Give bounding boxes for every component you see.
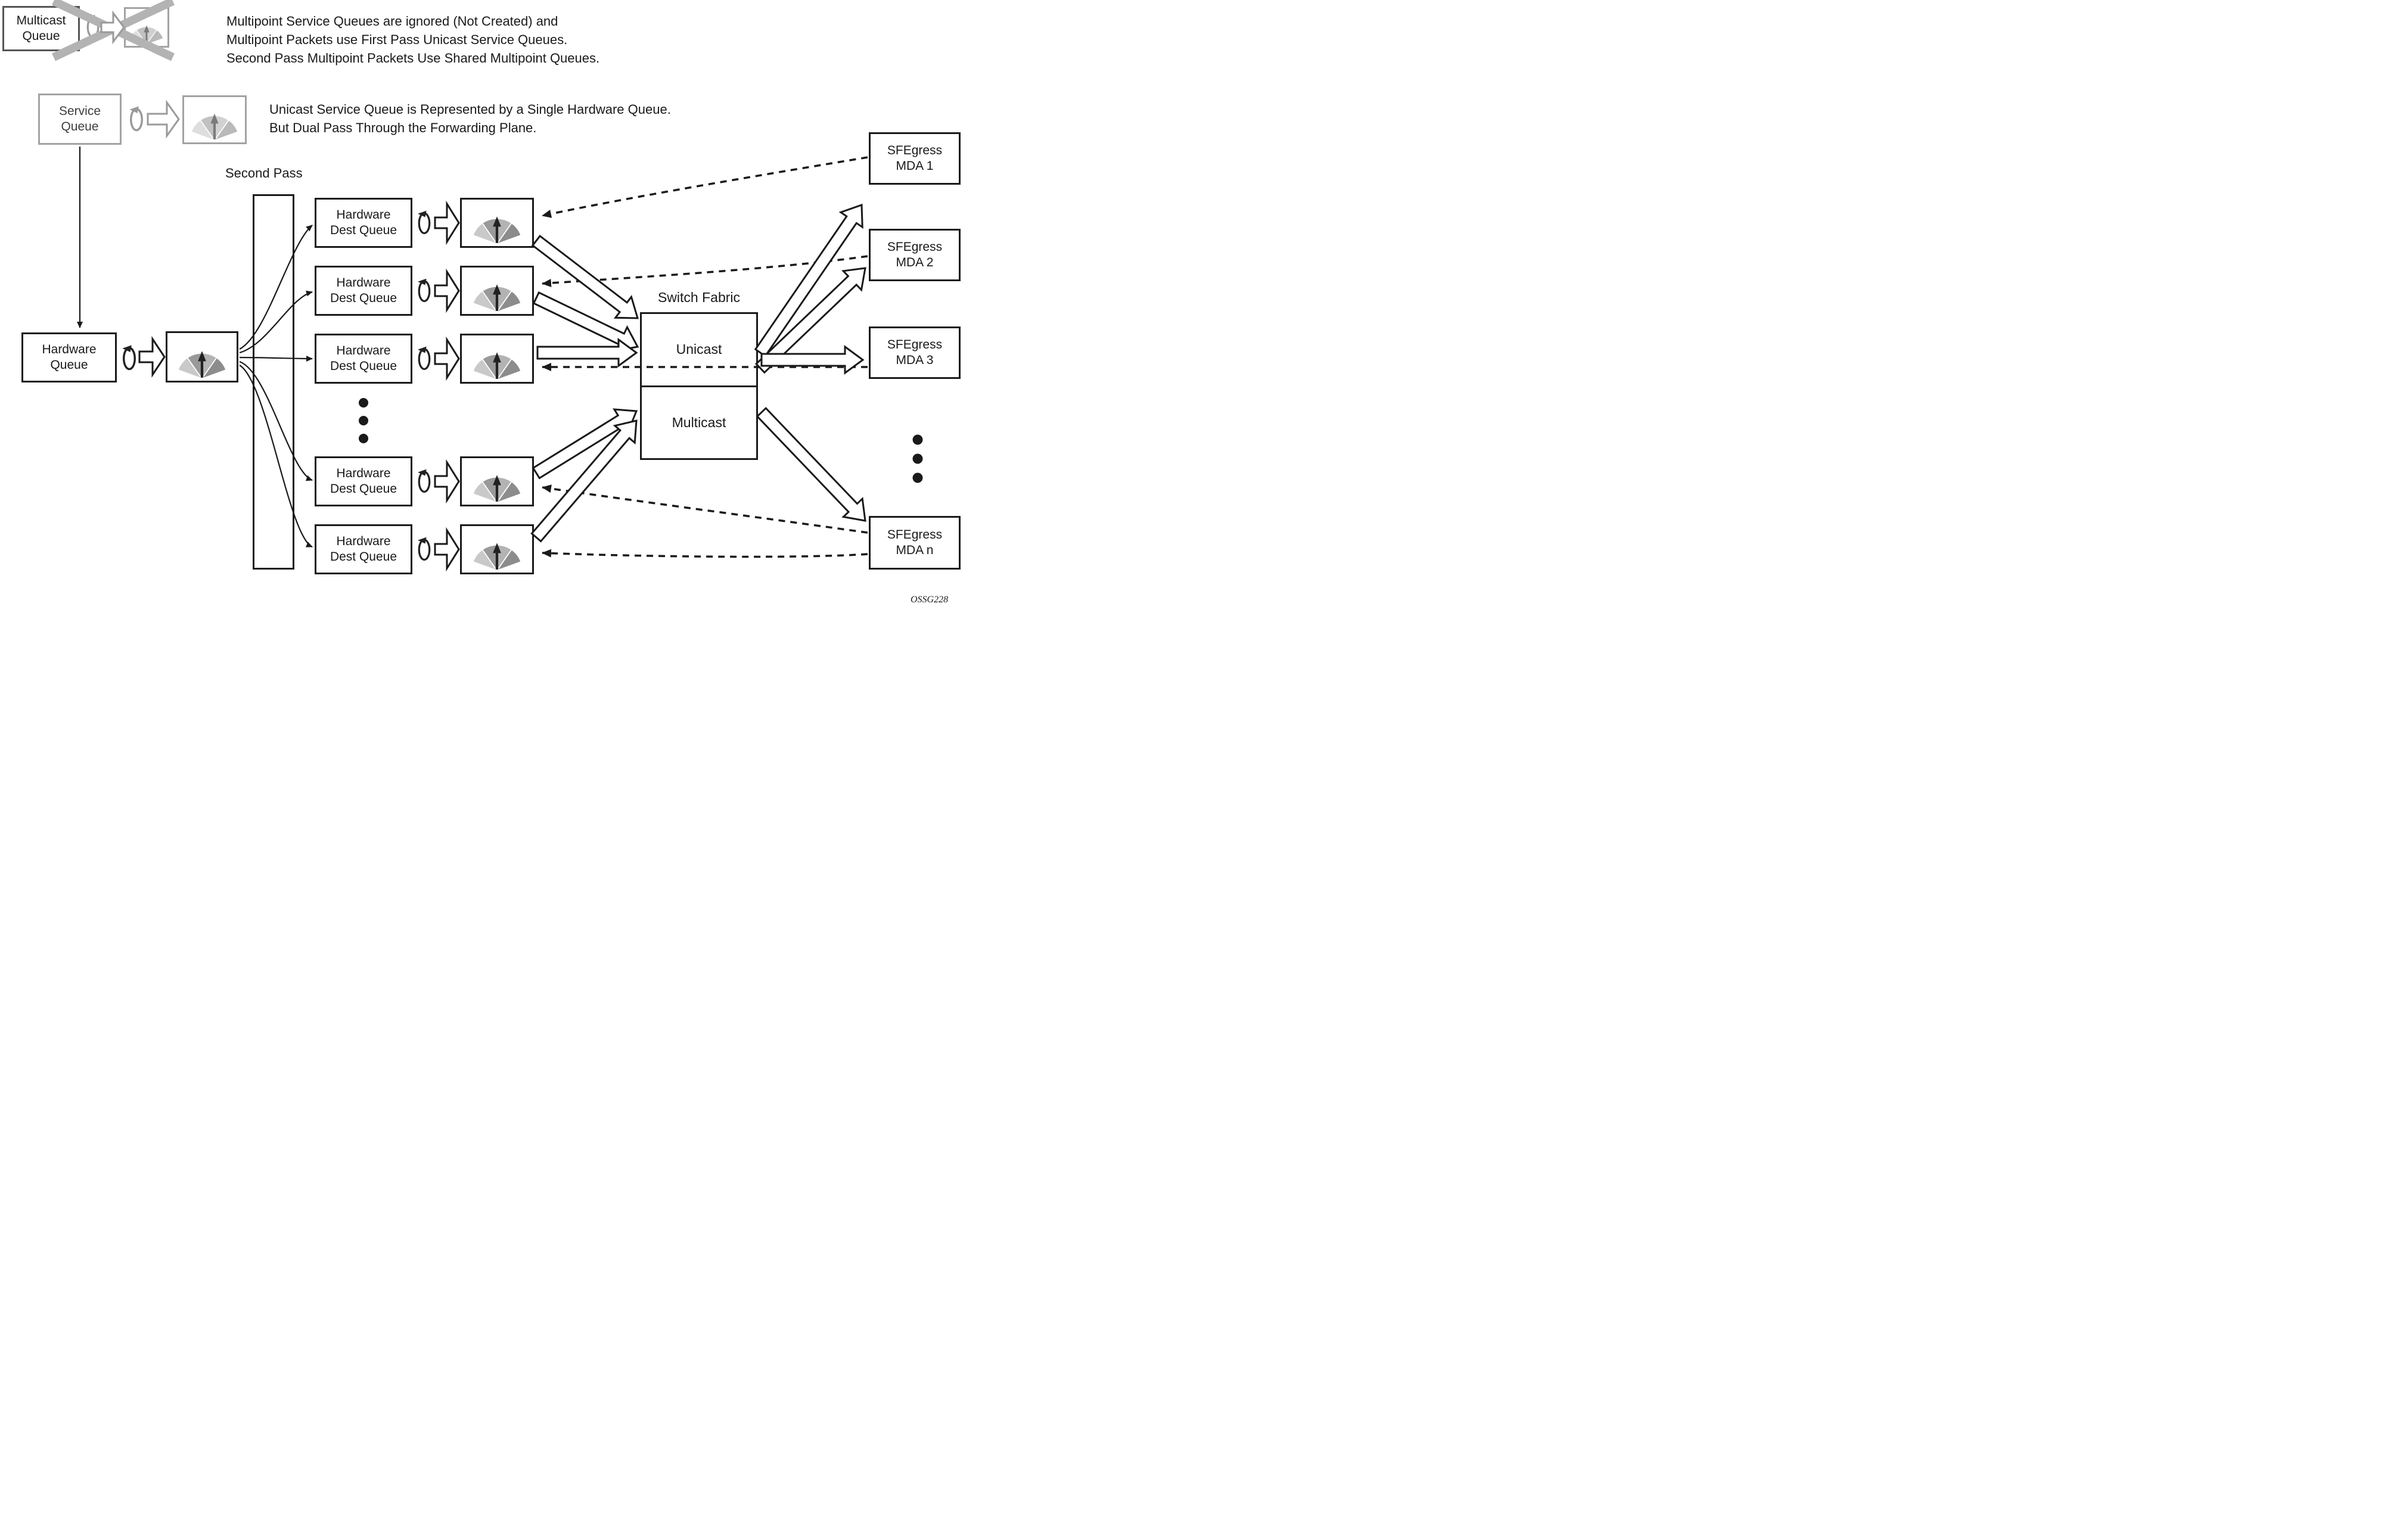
hardware-dest-queue-box-1: Hardware Dest Queue bbox=[315, 198, 412, 248]
sfegress-mda-label: SFEgress MDA 1 bbox=[887, 143, 943, 173]
multicast-label: Multicast bbox=[672, 414, 726, 430]
dest-queue-cycle-icon-1 bbox=[415, 206, 434, 242]
flow-arrow-icon bbox=[756, 406, 866, 522]
flow-arrow-icon bbox=[754, 267, 866, 374]
multicast-queue-label: Multicast Queue bbox=[16, 13, 66, 43]
hardware-dest-queue-label: Hardware Dest Queue bbox=[330, 466, 397, 496]
dest-gauge-box-5 bbox=[460, 524, 534, 574]
switch-fabric-multicast-section: Multicast bbox=[642, 385, 756, 459]
flow-arrow-icon bbox=[532, 291, 639, 352]
flow-arrow-icon bbox=[434, 527, 460, 572]
scheduler-meter-icon bbox=[184, 101, 245, 142]
sfegress-mda-label: SFEgress MDA 3 bbox=[887, 337, 943, 367]
dest-gauge-box-4 bbox=[460, 456, 534, 506]
scheduler-meter-icon bbox=[468, 462, 526, 505]
sfegress-mda-2-box: SFEgress MDA 2 bbox=[869, 229, 961, 281]
hardware-dest-queue-box-5: Hardware Dest Queue bbox=[315, 524, 412, 574]
hardware-dest-queue-label: Hardware Dest Queue bbox=[330, 275, 397, 305]
service-queue-legend-box: Service Queue bbox=[38, 94, 122, 145]
flow-arrow-icon bbox=[138, 336, 166, 378]
sfegress-mda-n-box: SFEgress MDA n bbox=[869, 516, 961, 570]
dest-gauge-box-1 bbox=[460, 198, 534, 248]
hardware-queue-box: Hardware Queue bbox=[21, 332, 117, 382]
dest-gauge-box-3 bbox=[460, 334, 534, 384]
switch-fabric-box: Unicast Multicast bbox=[640, 312, 758, 460]
mda-ellipsis-dots bbox=[912, 434, 923, 483]
sfegress-mda-3-box: SFEgress MDA 3 bbox=[869, 326, 961, 379]
dest-queue-cycle-icon-4 bbox=[415, 465, 434, 501]
hardware-queue-cycle-icon bbox=[119, 341, 139, 378]
dest-queue-cycle-icon-5 bbox=[415, 533, 434, 569]
flow-arrow-icon bbox=[100, 10, 125, 45]
service-note-text: Unicast Service Queue is Represented by … bbox=[269, 102, 671, 135]
dest-queue-ellipsis-dots bbox=[359, 398, 368, 443]
scheduler-meter-icon bbox=[468, 203, 526, 246]
unicast-label: Unicast bbox=[676, 341, 722, 357]
flow-arrow-icon bbox=[532, 408, 638, 480]
dest-gauge-box-2 bbox=[460, 266, 534, 316]
first-pass-gauge-box bbox=[166, 331, 238, 382]
flow-arrow-icon bbox=[536, 338, 638, 368]
switch-fabric-title: Switch Fabric bbox=[657, 290, 741, 305]
dest-queue-cycle-icon-2 bbox=[415, 274, 434, 310]
service-gauge-box bbox=[182, 95, 247, 144]
scheduler-meter-icon bbox=[468, 530, 526, 573]
scheduler-meter-icon bbox=[173, 338, 231, 381]
service-cycle-icon bbox=[126, 102, 147, 139]
flow-arrow-icon bbox=[434, 459, 460, 504]
service-queue-label: Service Queue bbox=[58, 104, 101, 133]
multicast-note-text: Multipoint Service Queues are ignored (N… bbox=[226, 14, 600, 66]
flow-arrow-icon bbox=[530, 419, 638, 543]
hardware-dest-queue-box-2: Hardware Dest Queue bbox=[315, 266, 412, 316]
sfegress-mda-1-box: SFEgress MDA 1 bbox=[869, 132, 961, 185]
scheduler-meter-icon bbox=[128, 16, 165, 46]
hardware-dest-queue-box-4: Hardware Dest Queue bbox=[315, 456, 412, 506]
multicast-cycle-icon bbox=[83, 11, 102, 46]
flow-arrow-icon bbox=[760, 345, 865, 375]
multicast-gauge-box bbox=[124, 7, 169, 48]
hardware-dest-queue-label: Hardware Dest Queue bbox=[330, 534, 397, 564]
switch-fabric-unicast-section: Unicast bbox=[642, 314, 756, 385]
diagram-canvas: Multicast Queue Multipoint Service Queue… bbox=[0, 0, 963, 611]
flow-arrow-icon bbox=[531, 235, 639, 319]
hardware-dest-queue-label: Hardware Dest Queue bbox=[330, 343, 397, 373]
scheduler-meter-icon bbox=[468, 339, 526, 382]
figure-id: OSSG228 bbox=[911, 595, 949, 605]
hardware-dest-queue-box-3: Hardware Dest Queue bbox=[315, 334, 412, 384]
hardware-dest-queue-label: Hardware Dest Queue bbox=[330, 207, 397, 237]
dest-queue-cycle-icon-3 bbox=[415, 342, 434, 378]
sfegress-mda-label: SFEgress MDA n bbox=[887, 527, 943, 557]
flow-arrow-icon bbox=[434, 200, 460, 245]
flow-arrow-icon bbox=[434, 268, 460, 313]
flow-arrow-icon bbox=[434, 336, 460, 381]
hardware-queue-label: Hardware Queue bbox=[42, 342, 97, 372]
flow-arrow-icon bbox=[147, 99, 180, 139]
scheduler-meter-icon bbox=[468, 271, 526, 314]
multicast-queue-legend-box: Multicast Queue bbox=[2, 6, 80, 51]
flow-arrow-icon bbox=[754, 203, 863, 357]
second-pass-bar bbox=[253, 194, 294, 570]
second-pass-label: Second Pass bbox=[225, 166, 303, 181]
sfegress-mda-label: SFEgress MDA 2 bbox=[887, 240, 943, 269]
